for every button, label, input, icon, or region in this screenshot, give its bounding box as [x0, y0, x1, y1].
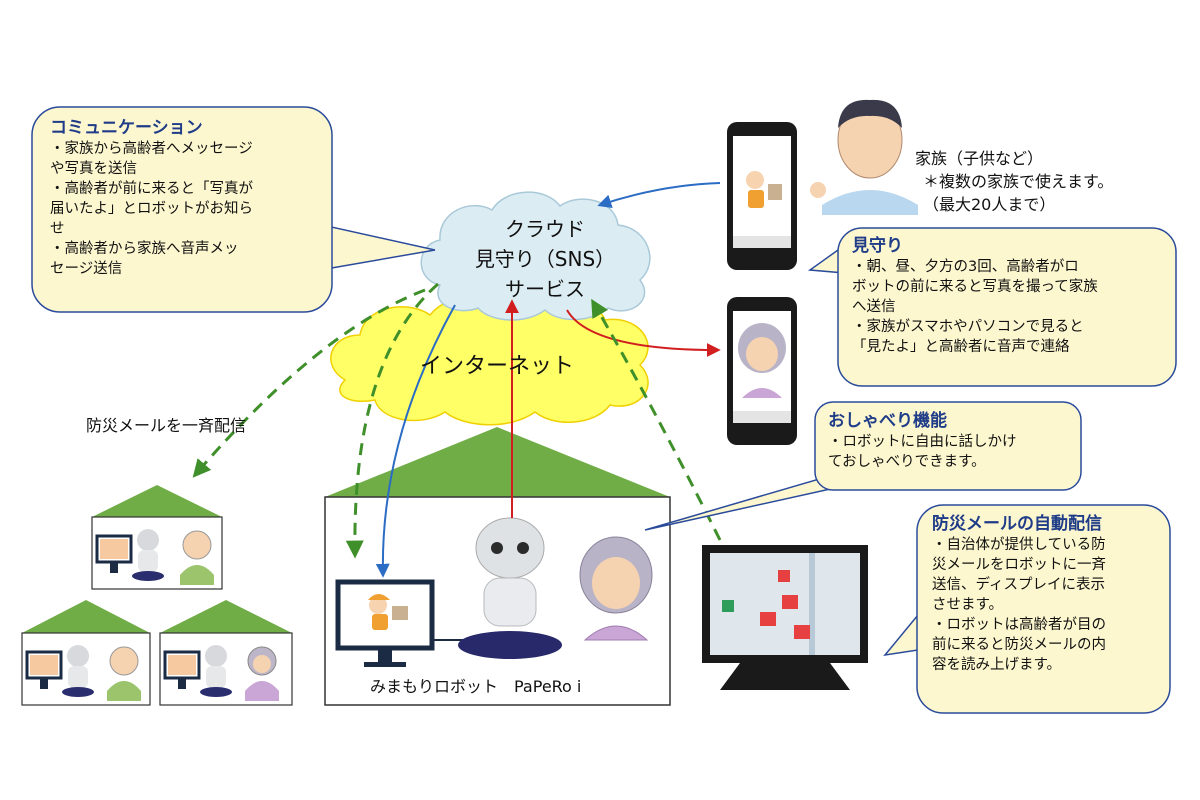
family-label-line: ＊複数の家族で使えます。: [923, 172, 1114, 191]
callout-line: 届いたよ」とロボットがお知ら: [50, 201, 253, 217]
callout-line: ・高齢者から家族へ音声メッ: [50, 241, 239, 257]
callout-line: ・朝、昼、夕方の3回、高齢者がロ: [852, 259, 1079, 275]
arrow-cloud-to-elder-phone: [566, 309, 721, 357]
desktop-pc: [702, 545, 868, 690]
callout-line: ・ロボットは高齢者が目の: [932, 617, 1106, 633]
callout-line: ボットの前に来ると写真を撮って家族: [852, 279, 1098, 295]
cloud-service-label: クラウド 見守り（SNS） サービス: [440, 214, 650, 304]
callout-title: コミュニケーション: [50, 118, 203, 138]
callout-title: おしゃべり機能: [828, 411, 947, 431]
callout-box-communication: [31, 106, 333, 313]
internet-label: インターネット: [420, 354, 575, 379]
callout-line: させます。: [932, 597, 1004, 613]
callout-line: 災メールをロボットに一斉: [932, 557, 1106, 573]
callout-line: 「見たよ」と高齢者に音声で連絡: [852, 339, 1070, 355]
elderly-woman: [579, 536, 653, 641]
tv-monitor: [335, 579, 470, 667]
smartphone-child: [727, 122, 797, 270]
cloud-label-line: 見守り（SNS）: [474, 247, 616, 271]
small-house-2-contents: [25, 645, 141, 701]
family-man: [810, 99, 918, 215]
callout-disaster: 防災メールの自動配信 ・自治体が提供している防 災メールをロボットに一斉 送信、…: [932, 513, 1167, 675]
family-label-line: （最大20人まで）: [923, 195, 1056, 214]
callout-line: ・自治体が提供している防: [932, 537, 1106, 553]
callout-tail-disaster: [883, 612, 919, 657]
callout-line: せ: [50, 221, 65, 237]
callout-box-disaster: [916, 504, 1171, 714]
internet-cloud: [330, 294, 649, 426]
arrow-pc-to-cloud: [591, 298, 722, 541]
callout-line: ・家族から高齢者へメッセージ: [50, 141, 253, 157]
callout-box-watch: [837, 227, 1177, 387]
callout-communication: コミュニケーション ・家族から高齢者へメッセージ や写真を送信 ・高齢者が前に来…: [50, 117, 325, 279]
cloud-label-line: クラウド: [505, 217, 585, 241]
callout-chat: おしゃべり機能 ・ロボットに自由に話しかけ ておしゃべりできます。: [828, 410, 1078, 472]
cloud-service: [420, 191, 651, 321]
callout-watch: 見守り ・朝、昼、夕方の3回、高齢者がロ ボットの前に来ると写真を撮って家族 へ…: [852, 235, 1172, 357]
cloud-label-line: サービス: [505, 277, 585, 301]
callout-line: ・家族がスマホやパソコンで見ると: [852, 319, 1084, 335]
callout-line: 前に来ると防災メールの内: [932, 637, 1106, 653]
smartphone-elder: [727, 297, 797, 445]
callout-title: 防災メールの自動配信: [932, 514, 1102, 534]
callout-line: ・高齢者が前に来ると「写真が: [50, 181, 253, 197]
callout-line: 容を読み上げます。: [932, 657, 1062, 673]
robot-caption: みまもりロボット PaPeRo i: [370, 677, 582, 696]
arrow-family-to-cloud: [597, 182, 721, 209]
small-house-1-contents: [95, 529, 214, 585]
family-label: 家族（子供など） ＊複数の家族で使えます。 （最大20人まで）: [915, 147, 1113, 216]
arrow-broadcast-homes: [192, 288, 426, 478]
arrow-cloud-to-tv: [375, 304, 456, 578]
callout-line: や写真を送信: [50, 161, 137, 177]
arrow-broadcast-main-house: [345, 282, 439, 559]
family-label-line: 家族（子供など）: [915, 149, 1044, 168]
callout-line: 送信、ディスプレイに表示: [932, 577, 1105, 593]
callout-line: へ送信: [852, 299, 896, 315]
broadcast-label: 防災メールを一斉配信: [86, 416, 247, 435]
callout-title: 見守り: [852, 236, 903, 256]
papero-robot: [458, 517, 562, 659]
callout-box-chat: [814, 401, 1082, 491]
callout-line: セージ送信: [50, 261, 123, 277]
callout-line: ・ロボットに自由に話しかけ: [828, 434, 1017, 450]
callout-line: ておしゃべりできます。: [828, 454, 986, 470]
small-house-3-contents: [163, 645, 279, 701]
